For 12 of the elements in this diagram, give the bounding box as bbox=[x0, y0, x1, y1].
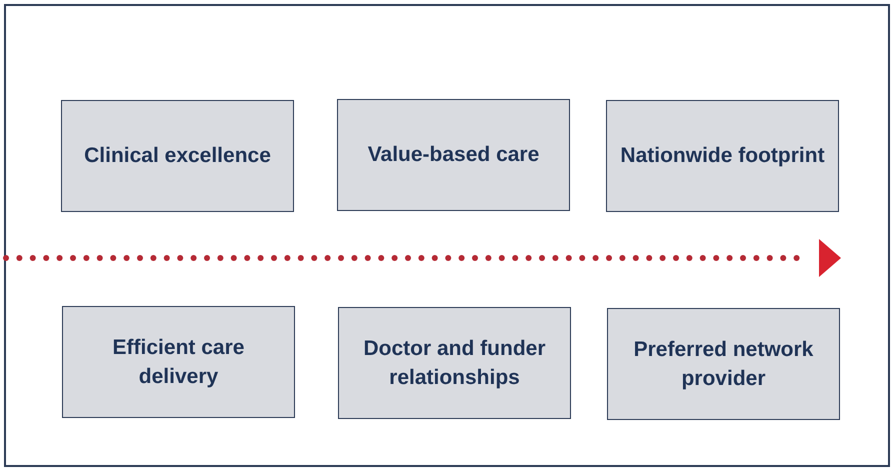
box-label: Clinical excellence bbox=[84, 143, 271, 170]
text-box bbox=[607, 308, 840, 420]
text-box bbox=[62, 306, 295, 418]
text-box bbox=[606, 100, 839, 212]
box-label: Preferred network provider bbox=[632, 336, 814, 392]
box-label: Nationwide footprint bbox=[620, 143, 825, 170]
box-label: Efficient care delivery bbox=[112, 334, 246, 390]
box-label: Value-based care bbox=[368, 142, 540, 168]
text-box bbox=[338, 307, 571, 419]
box-label: Doctor and funder relationships bbox=[362, 336, 546, 391]
text-box bbox=[337, 99, 570, 211]
text-box bbox=[61, 100, 294, 212]
